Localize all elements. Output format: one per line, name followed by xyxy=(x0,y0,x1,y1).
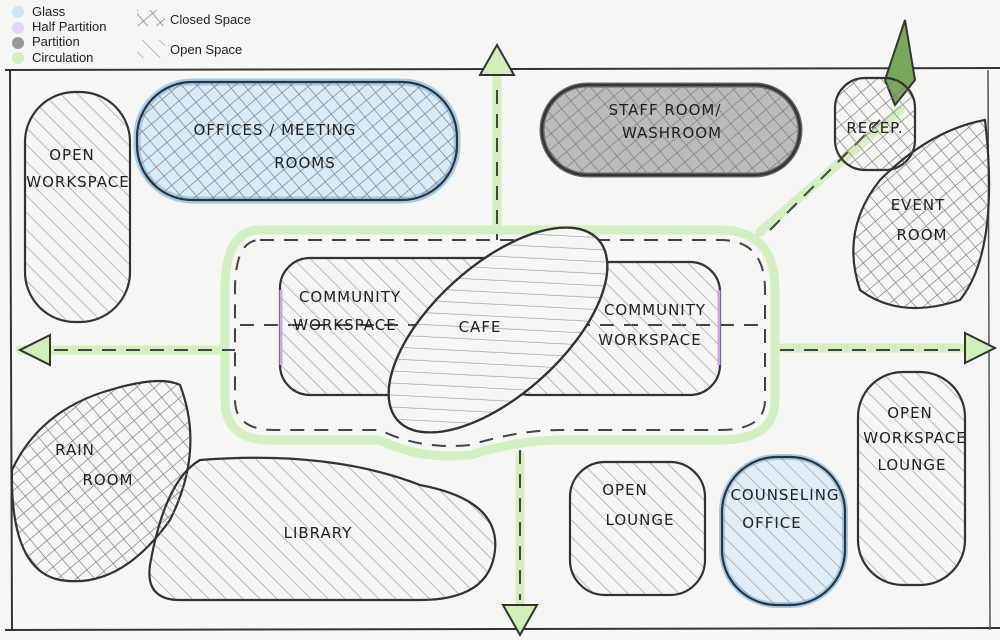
svg-text:OFFICES / MEETING: OFFICES / MEETING xyxy=(194,121,357,139)
svg-text:RAIN: RAIN xyxy=(55,441,95,459)
circulation xyxy=(15,19,998,638)
legend-half-partition-swatch xyxy=(12,22,24,34)
svg-text:LOUNGE: LOUNGE xyxy=(606,511,675,529)
legend: Glass Half Partition Partition Circulati… xyxy=(12,4,251,65)
svg-text:COUNSELING: COUNSELING xyxy=(730,486,839,504)
arrow-right-icon xyxy=(964,331,998,365)
svg-text:EVENT: EVENT xyxy=(891,196,946,214)
svg-text:ROOM: ROOM xyxy=(897,226,948,244)
svg-text:WORKSPACE: WORKSPACE xyxy=(26,173,129,191)
arrow-down-icon xyxy=(501,604,539,638)
room-counseling-office: COUNSELING OFFICE xyxy=(719,454,848,608)
closed-space-swatch xyxy=(137,10,165,26)
svg-text:WORKSPACE: WORKSPACE xyxy=(598,331,701,349)
svg-text:WASHROOM: WASHROOM xyxy=(622,124,722,142)
legend-glass: Glass xyxy=(32,4,66,19)
svg-text:OPEN: OPEN xyxy=(887,404,933,422)
legend-partition: Partition xyxy=(32,34,80,49)
arrow-up-icon xyxy=(478,42,516,76)
svg-text:CAFE: CAFE xyxy=(459,318,502,336)
frame-left xyxy=(9,69,13,631)
svg-text:OFFICE: OFFICE xyxy=(742,514,801,532)
room-library: LIBRARY xyxy=(148,456,497,602)
svg-text:STAFF ROOM/: STAFF ROOM/ xyxy=(609,101,722,119)
room-open-workspace: OPEN WORKSPACE xyxy=(23,90,132,324)
legend-closed-space: Closed Space xyxy=(170,12,251,27)
arrow-left-icon xyxy=(17,333,51,367)
svg-text:OPEN: OPEN xyxy=(602,481,648,499)
room-cafe: CAFE xyxy=(387,226,609,434)
svg-text:ROOM: ROOM xyxy=(83,471,134,489)
svg-text:COMMUNITY: COMMUNITY xyxy=(299,288,401,306)
room-event: EVENT ROOM xyxy=(852,118,991,310)
svg-text:WORKSPACE: WORKSPACE xyxy=(293,316,396,334)
room-offices-meeting: OFFICES / MEETING ROOMS xyxy=(133,78,461,204)
room-staff-washroom: STAFF ROOM/ WASHROOM xyxy=(539,82,803,178)
legend-half-partition: Half Partition xyxy=(32,19,106,34)
legend-partition-swatch xyxy=(12,37,24,49)
legend-circulation: Circulation xyxy=(32,50,93,65)
room-open-lounge: OPEN LOUNGE xyxy=(568,460,707,597)
legend-open-space: Open Space xyxy=(170,42,242,57)
open-space-swatch xyxy=(137,40,165,58)
frame-bottom xyxy=(4,627,1000,631)
svg-text:LOUNGE: LOUNGE xyxy=(878,456,947,474)
room-reception: RECEP. xyxy=(833,76,917,172)
room-open-workspace-lounge: OPEN WORKSPACE LOUNGE xyxy=(856,370,967,587)
svg-text:ROOMS: ROOMS xyxy=(274,154,336,172)
legend-glass-swatch xyxy=(12,6,24,18)
svg-text:LIBRARY: LIBRARY xyxy=(284,524,353,542)
svg-text:COMMUNITY: COMMUNITY xyxy=(604,301,706,319)
svg-text:WORKSPACE: WORKSPACE xyxy=(863,429,966,447)
svg-text:RECEP.: RECEP. xyxy=(846,119,903,137)
svg-text:OPEN: OPEN xyxy=(49,146,95,164)
legend-circulation-swatch xyxy=(12,52,24,64)
